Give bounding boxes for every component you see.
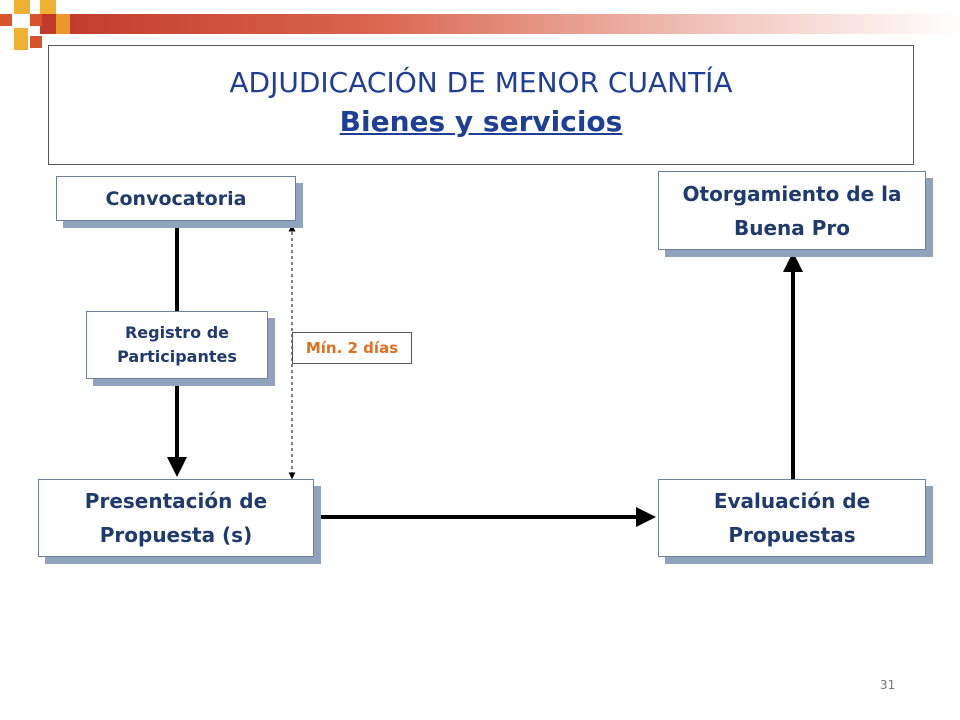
decorative-square	[14, 28, 28, 50]
decorative-square	[40, 0, 56, 14]
node-evaluacion-propuestas: Evaluación de Propuestas	[658, 479, 926, 557]
node-convocatoria: Convocatoria	[56, 176, 296, 221]
decorative-square	[56, 14, 70, 34]
node-presentacion-line-2: Propuesta (s)	[99, 523, 253, 547]
node-otorgamiento-line-1: Otorgamiento de la	[682, 181, 902, 206]
node-otorgamiento-line-2: Buena Pro	[733, 215, 850, 240]
node-registro-participantes: Registro de Participantes	[86, 311, 268, 379]
node-convocatoria-line-1: Convocatoria	[105, 187, 247, 210]
decorative-square	[0, 14, 12, 26]
min-days-label: Mín. 2 días	[292, 332, 412, 364]
title-box: ADJUDICACIÓN DE MENOR CUANTÍA Bienes y s…	[48, 45, 914, 165]
node-presentacion-line-1: Presentación de	[84, 489, 268, 513]
page-number: 31	[880, 678, 896, 692]
decorative-band	[40, 14, 960, 34]
decorative-square	[14, 0, 30, 14]
node-registro-line-2: Participantes	[117, 347, 237, 366]
node-otorgamiento-buena-pro: Otorgamiento de la Buena Pro	[658, 171, 926, 250]
slide-title: ADJUDICACIÓN DE MENOR CUANTÍA	[229, 66, 733, 99]
node-evaluacion-line-2: Propuestas	[728, 523, 856, 547]
node-evaluacion-line-1: Evaluación de	[713, 489, 871, 513]
node-registro-line-1: Registro de	[124, 323, 230, 342]
node-presentacion-propuestas: Presentación de Propuesta (s)	[38, 479, 314, 557]
decorative-square	[30, 36, 42, 48]
slide-subtitle: Bienes y servicios	[339, 105, 623, 138]
decorative-square	[30, 14, 42, 26]
